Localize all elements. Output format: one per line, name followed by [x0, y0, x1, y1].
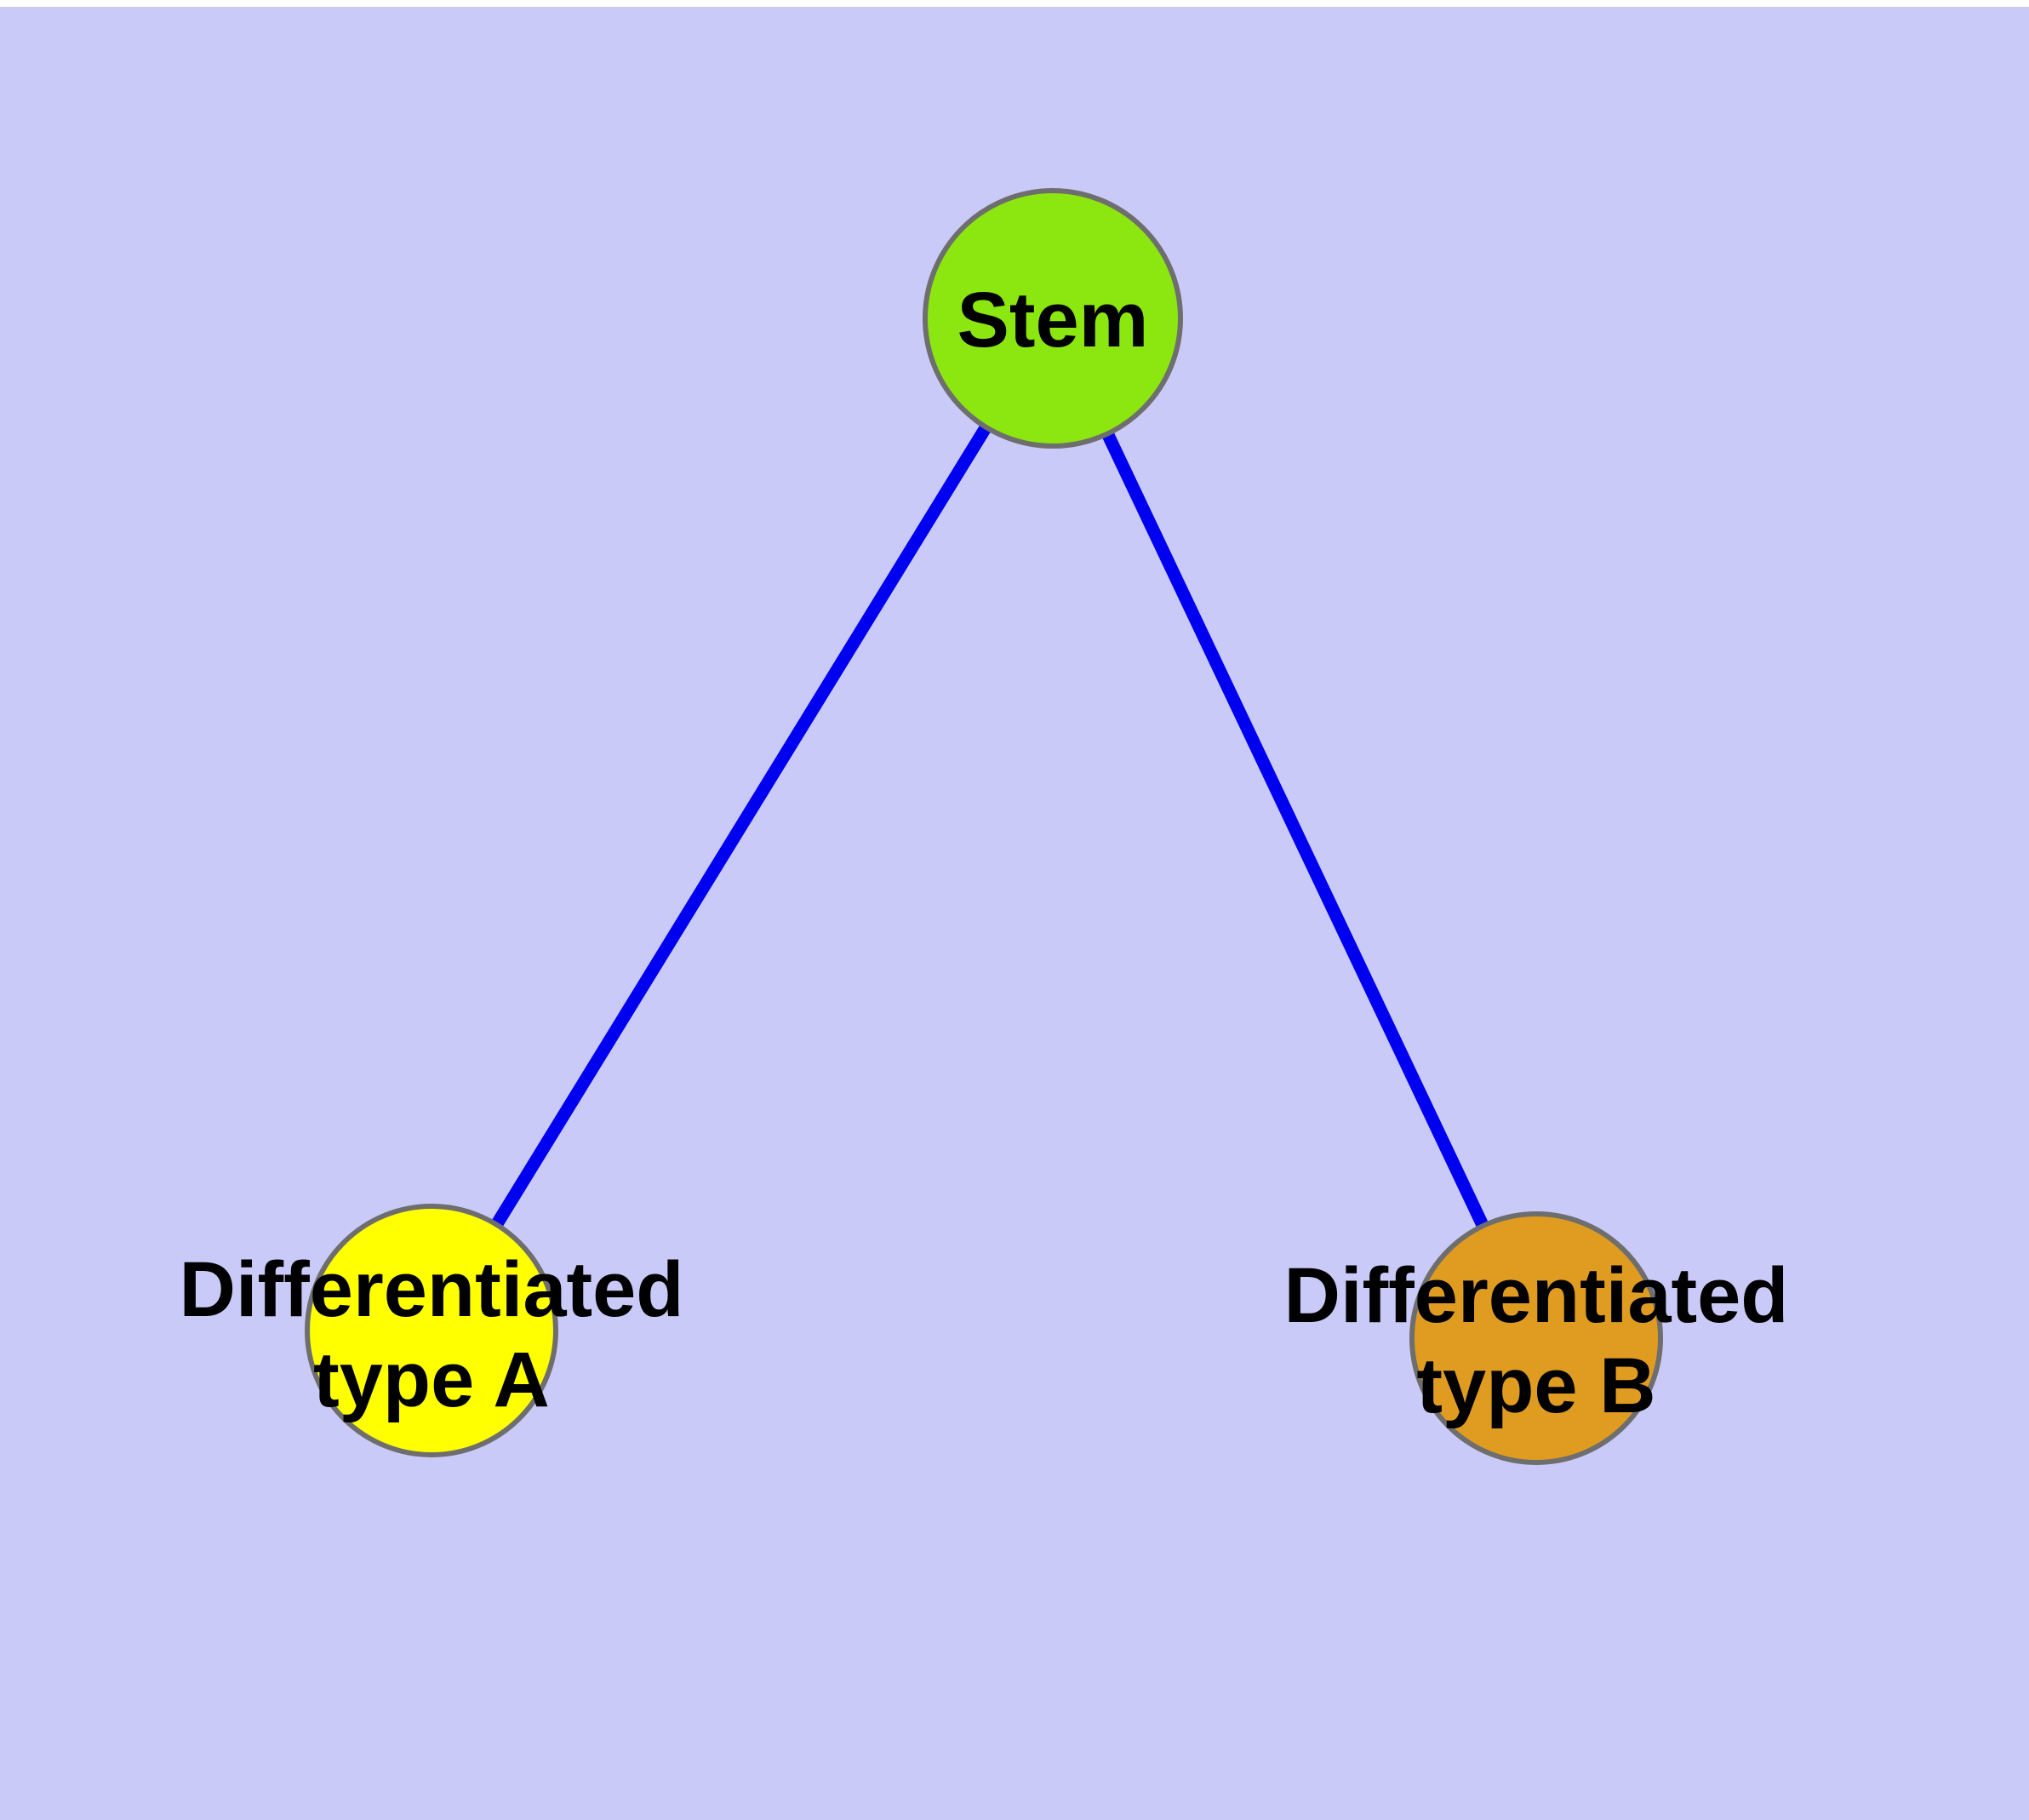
node-stem-circle	[923, 188, 1183, 449]
edge-stem-to-typeA	[426, 315, 1059, 1334]
node-typeB-label-line2: type B	[1416, 1342, 1656, 1429]
node-typeB-label-line1: Differentiated	[1283, 1252, 1789, 1339]
node-stem-label: Stem	[957, 275, 1149, 365]
node-typeA-label-line1: Differentiated	[179, 1246, 684, 1333]
node-typeB-circle	[1409, 1211, 1663, 1465]
node-typeA-circle	[305, 1204, 558, 1457]
node-typeA-label: Differentiated type A	[180, 1245, 684, 1425]
node-typeA-label-line2: type A	[313, 1336, 550, 1423]
node-stem-label-text: Stem	[957, 277, 1149, 363]
edge-stem-to-typeB	[1047, 315, 1542, 1342]
node-typeB-label: Differentiated type B	[1284, 1251, 1789, 1431]
